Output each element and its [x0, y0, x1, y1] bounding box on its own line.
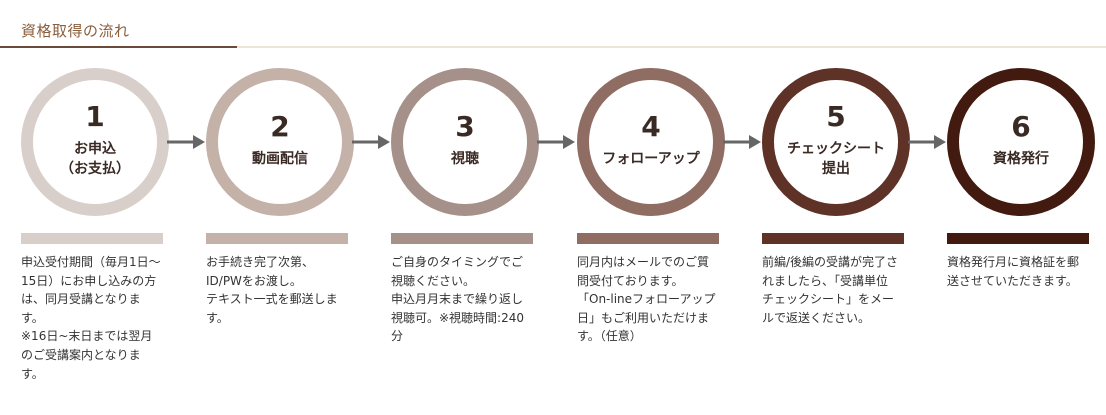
step-circle-content: 3 視聴 [403, 80, 527, 204]
arrow-head [563, 135, 575, 149]
step-description: 同月内はメールでのご質 問受付ております。 「On-lineフォローアップ 日」… [577, 255, 716, 344]
step-color-bar [206, 233, 348, 244]
step-number: 1 [85, 99, 105, 133]
step-circle: 3 視聴 [391, 68, 539, 216]
heading-divider-accent [0, 46, 237, 48]
step-description: 申込受付期間（毎月1日～ 15日）にお申し込みの方 は、同月受講となりま す。 … [21, 255, 161, 381]
step-number: 4 [641, 109, 661, 143]
step-label: フォローアップ [602, 150, 700, 167]
step-circle: 1 お申込 （お支払） [21, 68, 169, 216]
step-circle-content: 1 お申込 （お支払） [33, 80, 157, 204]
step-number: 2 [270, 109, 290, 143]
step-color-bar [391, 233, 533, 244]
step-number: 5 [826, 99, 846, 133]
arrow-shaft [167, 140, 195, 144]
step-label: 視聴 [451, 150, 479, 167]
arrow-right-icon [537, 135, 575, 149]
step-circle: 4 フォローアップ [577, 68, 725, 216]
step-description: 前編/後編の受講が完了さ れましたら、「受講単位 チェックシート」をメー ルで返… [762, 255, 899, 325]
step-circle-content: 6 資格発行 [959, 80, 1083, 204]
step-number: 6 [1011, 109, 1031, 143]
step-color-bar [21, 233, 163, 244]
arrow-shaft [723, 140, 751, 144]
step-circle-content: 5 チェックシート 提出 [774, 80, 898, 204]
arrow-right-icon [723, 135, 761, 149]
arrow-head [193, 135, 205, 149]
arrow-right-icon [167, 135, 205, 149]
arrow-shaft [908, 140, 936, 144]
step-description: お手続き完了次第、 ID/PWをお渡し。 テキスト一式を郵送しま す。 [206, 255, 338, 325]
arrow-right-icon [352, 135, 390, 149]
arrow-shaft [537, 140, 565, 144]
arrow-head [378, 135, 390, 149]
step-label: お申込 （お支払） [60, 140, 130, 177]
step-label: チェックシート 提出 [787, 140, 885, 177]
step-label: 資格発行 [993, 150, 1049, 167]
step-color-bar [577, 233, 719, 244]
step-number: 3 [455, 109, 475, 143]
step-color-bar [947, 233, 1089, 244]
step-circle-content: 2 動画配信 [218, 80, 342, 204]
step-circle: 2 動画配信 [206, 68, 354, 216]
step-circle-content: 4 フォローアップ [589, 80, 713, 204]
step-description: ご自身のタイミングでご 視聴ください。 申込月月末まで繰り返し 視聴可。※視聴時… [391, 255, 525, 344]
step-description: 資格発行月に資格証を郵 送させていただきます。 [947, 255, 1080, 288]
page-title: 資格取得の流れ [21, 22, 130, 40]
step-circle: 5 チェックシート 提出 [762, 68, 910, 216]
arrow-right-icon [908, 135, 946, 149]
arrow-head [934, 135, 946, 149]
step-label: 動画配信 [252, 150, 308, 167]
arrow-shaft [352, 140, 380, 144]
step-circle: 6 資格発行 [947, 68, 1095, 216]
heading-divider [0, 46, 1106, 48]
arrow-head [749, 135, 761, 149]
step-color-bar [762, 233, 904, 244]
